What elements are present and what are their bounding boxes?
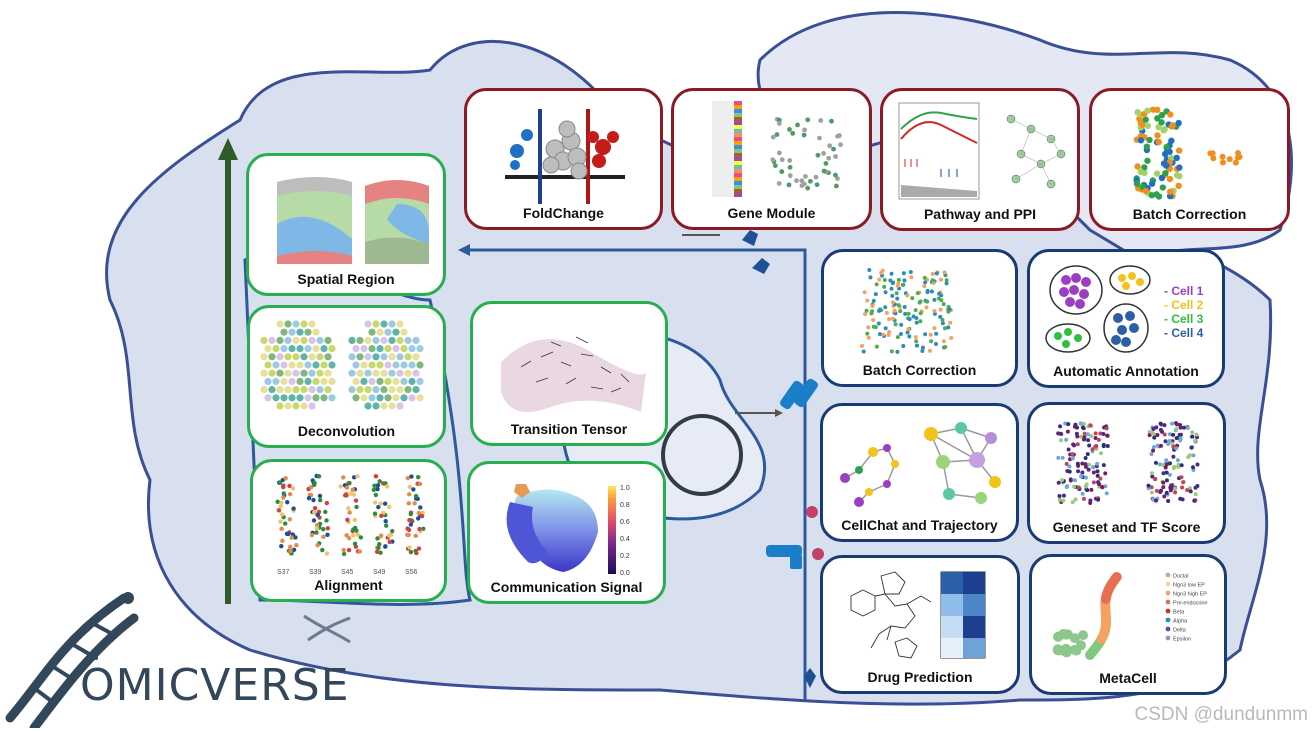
automatic-annotation-thumbnail xyxy=(1045,265,1151,353)
colorbar-tick: 0.0 xyxy=(620,570,630,577)
card-foldchange[interactable]: FoldChange xyxy=(464,88,663,230)
card-label: CellChat and Trajectory xyxy=(841,517,998,533)
card-label: Batch Correction xyxy=(862,362,977,378)
metacell-legend-entry: Ngn3 high EP xyxy=(1173,592,1207,598)
card-gene-module[interactable]: Gene Module xyxy=(671,88,872,230)
legend-cell-4: - Cell 4 xyxy=(1164,326,1204,340)
colorbar-tick: 0.2 xyxy=(620,553,630,560)
colorbar-tick: 0.6 xyxy=(620,519,630,526)
gene-module-thumbnail xyxy=(712,101,843,197)
nucleolus xyxy=(661,414,743,496)
alignment-tick: S56 xyxy=(405,569,418,576)
spatial-region-thumbnail xyxy=(277,177,429,264)
card-label: Deconvolution xyxy=(297,423,396,439)
card-spatial-region[interactable]: Spatial Region xyxy=(246,153,446,296)
card-cellchat-trajectory[interactable]: CellChat and Trajectory xyxy=(820,403,1019,542)
card-batch-correction-top[interactable]: Batch Correction xyxy=(1089,88,1290,231)
alignment-tick: S49 xyxy=(373,569,386,576)
alignment-tick: S45 xyxy=(341,569,354,576)
legend-cell-3: - Cell 3 xyxy=(1164,312,1204,326)
card-automatic-annotation[interactable]: - Cell 1 - Cell 2 - Cell 3 - Cell 4 Auto… xyxy=(1027,249,1225,388)
card-label: Batch Correction xyxy=(1132,206,1247,222)
dna-helix-icon xyxy=(5,592,139,728)
omicverse-logo xyxy=(5,592,351,728)
card-label: Geneset and TF Score xyxy=(1052,519,1201,535)
foldchange-thumbnail xyxy=(505,109,625,204)
metacell-legend-entry: Ngn3 low EP xyxy=(1173,583,1205,589)
alignment-thumbnail: S37 S39 S45 S49 S56 xyxy=(275,473,426,576)
card-label: Alignment xyxy=(314,577,383,593)
logo-wordmark: OMICVERSE xyxy=(80,660,350,711)
card-alignment[interactable]: S37 S39 S45 S49 S56 Alignment xyxy=(250,459,447,602)
colorbar-tick: 1.0 xyxy=(620,485,630,492)
metacell-legend-entry: Epsilon xyxy=(1173,637,1191,643)
metacell-legend-entry: Ductal xyxy=(1173,574,1189,580)
batch-correction-top-thumbnail xyxy=(1133,106,1243,200)
dna-accent-icon xyxy=(303,614,351,644)
card-geneset-tf[interactable]: Geneset and TF Score xyxy=(1027,402,1226,544)
alignment-tick: S37 xyxy=(277,569,290,576)
geneset-tf-thumbnail xyxy=(1056,421,1200,505)
card-label: MetaCell xyxy=(1099,670,1157,686)
card-label: FoldChange xyxy=(523,205,604,221)
colorbar-tick: 0.8 xyxy=(620,502,630,509)
card-label: Gene Module xyxy=(727,205,816,221)
pipeline-arrow-head xyxy=(218,138,238,160)
card-label: Spatial Region xyxy=(297,271,395,287)
metacell-legend-entry: Pre-endocrine xyxy=(1173,601,1208,607)
card-transition-tensor[interactable]: Transition Tensor xyxy=(470,301,668,446)
cellchat-trajectory-thumbnail xyxy=(840,422,1001,507)
card-communication-signal[interactable]: 1.0 0.8 0.6 0.4 0.2 0.0 Communication Si… xyxy=(467,461,666,604)
card-deconvolution[interactable]: Deconvolution xyxy=(247,305,446,448)
card-label: Drug Prediction xyxy=(867,669,973,685)
legend-cell-2: - Cell 2 xyxy=(1164,298,1204,312)
colorbar-tick: 0.4 xyxy=(620,536,630,543)
deconvolution-thumbnail xyxy=(260,320,424,410)
drug-prediction-thumbnail xyxy=(850,571,986,659)
alignment-tick: S39 xyxy=(309,569,322,576)
card-label: Communication Signal xyxy=(490,579,643,595)
flow-arrow-right-head xyxy=(775,409,783,417)
metacell-legend-entry: Beta xyxy=(1173,610,1185,616)
metacell-legend-entry: Delta xyxy=(1173,628,1187,634)
communication-signal-thumbnail: 1.0 0.8 0.6 0.4 0.2 0.0 xyxy=(506,484,630,577)
transition-tensor-thumbnail xyxy=(501,336,646,412)
legend-cell-1: - Cell 1 xyxy=(1164,284,1204,298)
card-label: Automatic Annotation xyxy=(1053,363,1199,379)
card-label: Transition Tensor xyxy=(510,421,628,437)
flow-arrow-top-head xyxy=(458,244,470,256)
batch-correction-thumbnail xyxy=(860,268,954,354)
card-pathway-ppi[interactable]: Pathway and PPI xyxy=(880,88,1080,231)
card-batch-correction[interactable]: Batch Correction xyxy=(821,249,1018,387)
card-drug-prediction[interactable]: Drug Prediction xyxy=(820,555,1020,694)
receptor-icons xyxy=(742,230,818,688)
card-label: Pathway and PPI xyxy=(923,206,1037,222)
flow-arrow-top xyxy=(470,248,807,700)
ligand-dots xyxy=(806,506,824,560)
watermark: CSDN @dundunmm xyxy=(1134,704,1308,725)
metacell-legend-entry: Alpha xyxy=(1173,619,1188,625)
pathway-ppi-thumbnail xyxy=(898,102,1066,200)
